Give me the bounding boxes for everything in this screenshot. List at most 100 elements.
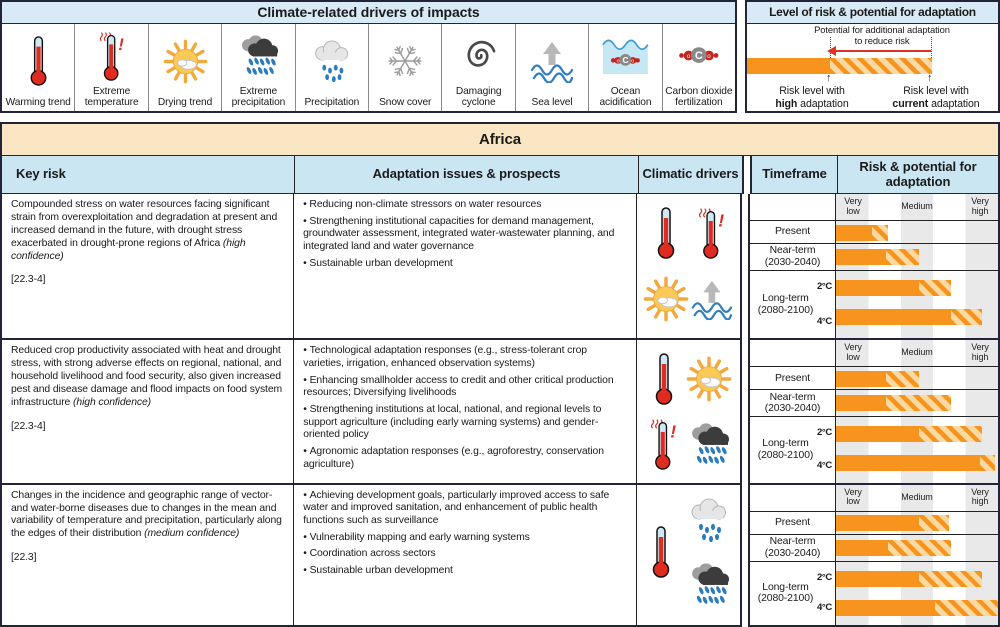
risk-bar-near_term-solid <box>836 249 887 265</box>
key-risk-text: Changes in the incidence and geographic … <box>11 489 282 540</box>
driver-item-extreme-temperature: !Extreme temperature <box>75 24 149 111</box>
timeframe-risk-block: Very low Medium Very high Present Near-t… <box>748 482 998 627</box>
header-key-risk: Key risk <box>2 156 295 194</box>
drying-trend-icon <box>163 39 207 84</box>
column-gap <box>742 482 748 627</box>
scale-label-very-low: Very low <box>844 342 862 363</box>
svg-text:!: ! <box>670 422 676 442</box>
climatic-drivers-cell: ! <box>637 194 743 339</box>
scale-label-medium: Medium <box>901 347 933 358</box>
risk-bar-present-hatched <box>886 370 919 387</box>
risk-bar-present-hatched <box>871 224 888 241</box>
legend-left-line1: Risk level with <box>779 85 845 97</box>
column-gap <box>742 338 748 483</box>
svg-text:C: C <box>622 55 628 65</box>
legend-left-line2: high adaptation <box>775 97 849 110</box>
adaptation-issues-cell: Technological adaptation responses (e.g.… <box>294 338 638 483</box>
risk-rows-container: Compounded stress on water resources fac… <box>2 194 998 627</box>
damaging-cyclone-icon-box <box>456 26 502 86</box>
adaptation-bullet: Sustainable urban development <box>303 258 628 271</box>
adaptation-potential-arrow-icon <box>827 46 931 55</box>
legend-risk-bar <box>747 58 932 74</box>
timeframe-empty-cell <box>750 194 836 221</box>
risk-legend-panel: Level of risk & potential for adaptation… <box>745 0 1000 113</box>
driver-label: Precipitation <box>304 96 360 108</box>
driver-label: Carbon dioxide fertilization <box>665 85 733 108</box>
warming-trend-icon <box>655 353 673 405</box>
adaptation-bullet: Vulnerability mapping and early warning … <box>303 532 628 545</box>
legend-note-line1: Potential for additional adaptation <box>814 24 950 35</box>
driver-item-warming-trend: Warming trend <box>2 24 76 111</box>
key-risk-text: Reduced crop productivity associated wit… <box>11 345 283 408</box>
legend-note: Potential for additional adaptation to r… <box>802 24 962 47</box>
driver-item-sea-level: Sea level <box>516 24 590 111</box>
extreme-temperature-icon: ! <box>99 32 124 81</box>
driver-label: Snow cover <box>379 96 432 108</box>
timeframe-long-term: Long-term(2080-2100) 2°C 4°C <box>750 417 836 483</box>
risk-bar-long_term_4c-solid <box>836 309 952 325</box>
driver-label: Warming trend <box>5 96 71 108</box>
climatic-drivers-grid <box>637 485 740 625</box>
precipitation-icon <box>691 498 726 543</box>
risk-bar-near_term-solid <box>836 395 887 412</box>
adaptation-bullet: Agronomic adaptation responses (e.g., ag… <box>303 446 628 471</box>
risk-bar-long_term_4c-solid <box>836 599 935 616</box>
timeframe-near-term: Near-term(2030-2040) <box>750 534 836 562</box>
risk-bars-long-term <box>836 271 998 339</box>
scenario-2c-label: 2°C <box>816 571 832 583</box>
scenario-4c-label: 4°C <box>816 602 832 614</box>
risk-bar-present-solid <box>836 370 887 387</box>
chapter-reference: [22.3] <box>11 552 37 564</box>
climatic-drivers-cell: ! <box>637 338 743 483</box>
timeframe-present: Present <box>750 511 836 535</box>
climatic-drivers-grid: ! <box>637 340 740 482</box>
driver-item-damaging-cyclone: Damaging cyclone <box>442 24 516 111</box>
legend-bar-solid <box>747 58 830 74</box>
scale-label-very-low: Very low <box>844 486 862 507</box>
risk-bar-present-solid <box>836 515 919 532</box>
timeframe-empty-cell <box>750 484 836 512</box>
confidence-label: (medium confidence) <box>144 528 240 540</box>
precipitation-icon-box <box>309 26 355 97</box>
region-title: Africa <box>2 124 998 156</box>
risk-row-2: Reduced crop productivity associated wit… <box>2 338 998 483</box>
adaptation-bullet: Reducing non-climate stressors on water … <box>303 199 628 212</box>
adaptation-bullet: Enhancing smallholder access to credit a… <box>303 375 628 400</box>
legend-right-line2: current adaptation <box>892 97 980 110</box>
drying-trend-icon <box>686 356 732 402</box>
column-gap <box>742 194 748 339</box>
timeframe-risk-block: Very low Medium Very high Present Near-t… <box>748 194 998 339</box>
risk-bars-near-term <box>836 390 998 418</box>
confidence-label: (high confidence) <box>11 237 246 262</box>
risk-row-1: Compounded stress on water resources fac… <box>2 194 998 339</box>
svg-text:o: o <box>687 53 691 60</box>
risk-bar-long_term_2c-solid <box>836 426 919 443</box>
extreme-temperature-icon-box: ! <box>96 26 128 86</box>
scale-label-very-high: Very high <box>971 196 989 216</box>
sea-level-icon <box>691 281 733 321</box>
risk-bar-near_term-hatched <box>886 249 919 265</box>
risk-bar-long_term_2c-solid <box>836 280 919 296</box>
legend-right-line1: Risk level with <box>903 85 969 97</box>
key-risk-text: Compounded stress on water resources fac… <box>11 199 278 262</box>
extreme-temperature-icon: ! <box>699 208 724 259</box>
header-risk-potential: Risk & potential for adaptation <box>838 156 998 194</box>
risk-scale-header: Very low Medium Very high <box>836 194 998 221</box>
adaptation-bullet: Achieving development goals, particularl… <box>303 490 628 528</box>
risk-bar-near_term-hatched <box>886 395 952 412</box>
driver-slot <box>685 498 733 547</box>
driver-item-snow-cover: Snow cover <box>369 24 443 111</box>
adaptation-bullet: Strengthening institutional capacities f… <box>303 216 628 254</box>
svg-text:C: C <box>695 51 703 63</box>
table-header-row: Key risk Adaptation issues & prospects C… <box>2 156 998 194</box>
driver-label: Sea level <box>531 96 573 108</box>
damaging-cyclone-icon <box>467 40 496 67</box>
snow-cover-icon <box>388 46 422 77</box>
warming-trend-icon-box <box>26 26 51 97</box>
scale-label-medium: Medium <box>901 491 933 502</box>
up-arrow-icon: ↑ <box>927 72 933 84</box>
risk-bars-near-term <box>836 244 998 271</box>
